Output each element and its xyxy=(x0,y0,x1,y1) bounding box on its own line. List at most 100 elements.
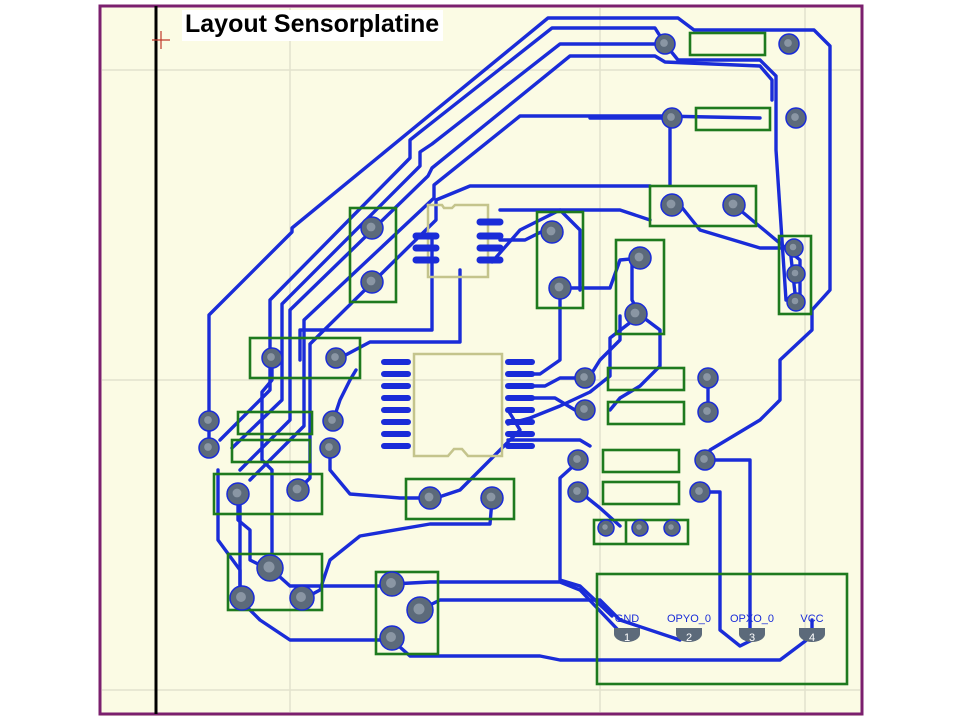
pad-icon xyxy=(597,519,615,537)
track-r3-right xyxy=(703,458,752,642)
pad-icon xyxy=(567,449,589,471)
comp-c9 xyxy=(374,570,440,656)
comp-r2 xyxy=(230,438,312,464)
track-loop-4 xyxy=(238,54,774,472)
pad-icon xyxy=(624,302,648,326)
pad-icon xyxy=(360,270,384,294)
pad-icon xyxy=(548,276,572,300)
pad-icon xyxy=(697,367,719,389)
pad-icon xyxy=(786,264,806,284)
component-pads xyxy=(198,33,807,651)
pad-icon xyxy=(286,478,310,502)
copper-tracks xyxy=(207,16,832,662)
comp-connector xyxy=(595,572,849,686)
ic-u1-pins xyxy=(412,218,504,264)
pad-icon xyxy=(661,107,683,129)
pad-icon xyxy=(663,519,681,537)
pad-icon xyxy=(406,596,434,624)
comp-c4 xyxy=(614,238,666,336)
connector-pin-4-number: 4 xyxy=(809,632,815,644)
connector-pin-2-name: OPYO_0 xyxy=(667,613,711,625)
track-u1-b xyxy=(338,268,462,360)
comp-c7 xyxy=(404,477,516,521)
connector-pin-4-name: VCC xyxy=(800,613,823,625)
connector-pin-3-icon xyxy=(739,628,765,642)
comp-r1 xyxy=(236,410,314,436)
comp-c3 xyxy=(535,210,585,310)
track-c8-b xyxy=(236,492,272,572)
connector-pin-1-name: GND xyxy=(615,613,640,625)
track-c3-link xyxy=(498,208,652,222)
track-c4 xyxy=(608,260,662,412)
pad-icon xyxy=(628,246,652,270)
pad-icon xyxy=(226,482,250,506)
pad-icon xyxy=(697,401,719,423)
comp-r3 xyxy=(601,448,681,474)
track-r3-left xyxy=(558,458,614,618)
track-u1-c xyxy=(490,208,582,292)
pad-icon xyxy=(198,410,220,432)
comp-r6 xyxy=(694,106,772,132)
pad-icon xyxy=(289,585,315,611)
comp-c1 xyxy=(648,184,758,228)
pad-icon xyxy=(660,193,684,217)
pad-icon xyxy=(256,554,284,582)
pad-icon xyxy=(418,486,442,510)
pad-icon xyxy=(322,410,344,432)
pad-icon xyxy=(786,292,806,312)
connector-pin-2-icon xyxy=(676,628,702,642)
ic-u2 xyxy=(381,352,535,458)
track-r1-b xyxy=(328,446,432,500)
ic-u1 xyxy=(412,203,504,279)
track-loop-5 xyxy=(248,114,762,482)
comp-c8 xyxy=(226,552,324,612)
pad-icon xyxy=(785,107,807,129)
pad-icon xyxy=(229,585,255,611)
pad-icon xyxy=(379,571,405,597)
track-outer-loop xyxy=(207,16,832,464)
track-loop-6 xyxy=(296,184,652,492)
pad-icon xyxy=(319,437,341,459)
page-title: Layout Sensorplatine xyxy=(182,10,444,41)
track-c9 xyxy=(588,314,622,378)
board-border xyxy=(98,4,864,716)
comp-c5 xyxy=(248,336,362,380)
pad-icon xyxy=(631,519,649,537)
ic-u2-pins xyxy=(381,359,535,449)
pad-icon xyxy=(567,481,589,503)
track-r1 xyxy=(331,368,358,423)
comp-r5 xyxy=(688,31,767,57)
comp-c6 xyxy=(212,472,324,516)
pad-icon xyxy=(261,347,283,369)
connector-pads xyxy=(614,628,825,642)
track-loop-3 xyxy=(230,42,788,450)
comp-r8 xyxy=(606,400,686,426)
pad-icon xyxy=(325,347,347,369)
track-c7 xyxy=(390,580,622,634)
comp-c2 xyxy=(348,206,398,304)
pad-icon xyxy=(694,449,716,471)
pad-icon xyxy=(689,481,711,503)
comp-q1 xyxy=(777,234,813,316)
connector-pin-3-name: OPXO_0 xyxy=(730,613,774,625)
ic-u1-outline xyxy=(426,203,490,279)
track-r4-right xyxy=(698,490,754,648)
comp-r7 xyxy=(606,366,686,392)
pad-icon xyxy=(198,437,220,459)
pad-icon xyxy=(540,220,564,244)
connector-pin-4-icon xyxy=(799,628,825,642)
pad-icon xyxy=(480,486,504,510)
origin-marker-icon xyxy=(152,31,170,49)
track-u1-top xyxy=(298,238,434,362)
track-c7-b xyxy=(418,598,682,642)
pad-icon xyxy=(360,216,384,240)
pad-icon xyxy=(654,33,676,55)
pad-icon xyxy=(778,33,800,55)
board-area xyxy=(100,6,862,716)
connector-pin-1-number: 1 xyxy=(624,632,630,644)
pad-icon xyxy=(722,193,746,217)
pad-icon xyxy=(379,625,405,651)
pad-icon xyxy=(784,238,804,258)
